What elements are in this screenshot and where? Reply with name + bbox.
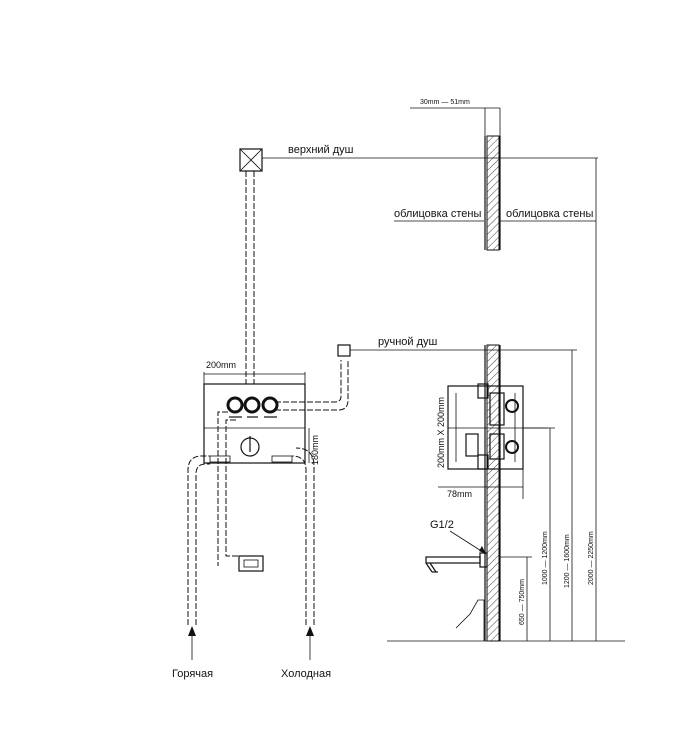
front-view: верхний душ 200mm 180mm ручной душ [172, 144, 598, 680]
spout-fitting [238, 555, 264, 572]
hand-shower-height-label: 1200 — 1600mm [564, 534, 571, 588]
spout-height-label: 650 — 750mm [519, 579, 526, 625]
overhead-height-label: 2000 — 2250mm [588, 531, 595, 585]
wall-section-bottom [486, 344, 500, 642]
box-size-label: 200mm X 200mm [436, 397, 446, 468]
hot-label: Горячая [172, 668, 213, 680]
wall-section-top [486, 135, 500, 251]
cladding-right-label: облицовка стены [506, 208, 593, 220]
outlet-3 [261, 396, 279, 414]
box-width-label: 200mm [206, 360, 236, 370]
box-height-label: 180mm [310, 435, 320, 465]
outlet-2 [243, 396, 261, 414]
cladding-left-label: облицовка стены [394, 208, 481, 220]
wall-detail: 30mm — 51mm облицовка стены облицовка ст… [394, 99, 596, 251]
overhead-shower-label: верхний душ [288, 144, 354, 156]
depth-label: 78mm [447, 489, 472, 499]
hot-arrow [188, 626, 196, 636]
hand-shower-connector [337, 344, 351, 357]
overhead-shower-connector [239, 148, 263, 172]
mixer-box [203, 383, 306, 464]
hand-shower-label: ручной душ [378, 336, 438, 348]
wall-thickness-label: 30mm — 51mm [420, 99, 470, 106]
mixer-height-label: 1000 — 1200mm [542, 531, 549, 585]
cold-label: Холодная [281, 668, 331, 680]
thread-label: G1/2 [430, 519, 454, 531]
cold-arrow [306, 626, 314, 636]
side-view: 200mm X 200mm 78mm G1/2 650 — 750mm 1000… [387, 158, 625, 642]
spout [425, 556, 481, 564]
outlet-1 [226, 396, 244, 414]
